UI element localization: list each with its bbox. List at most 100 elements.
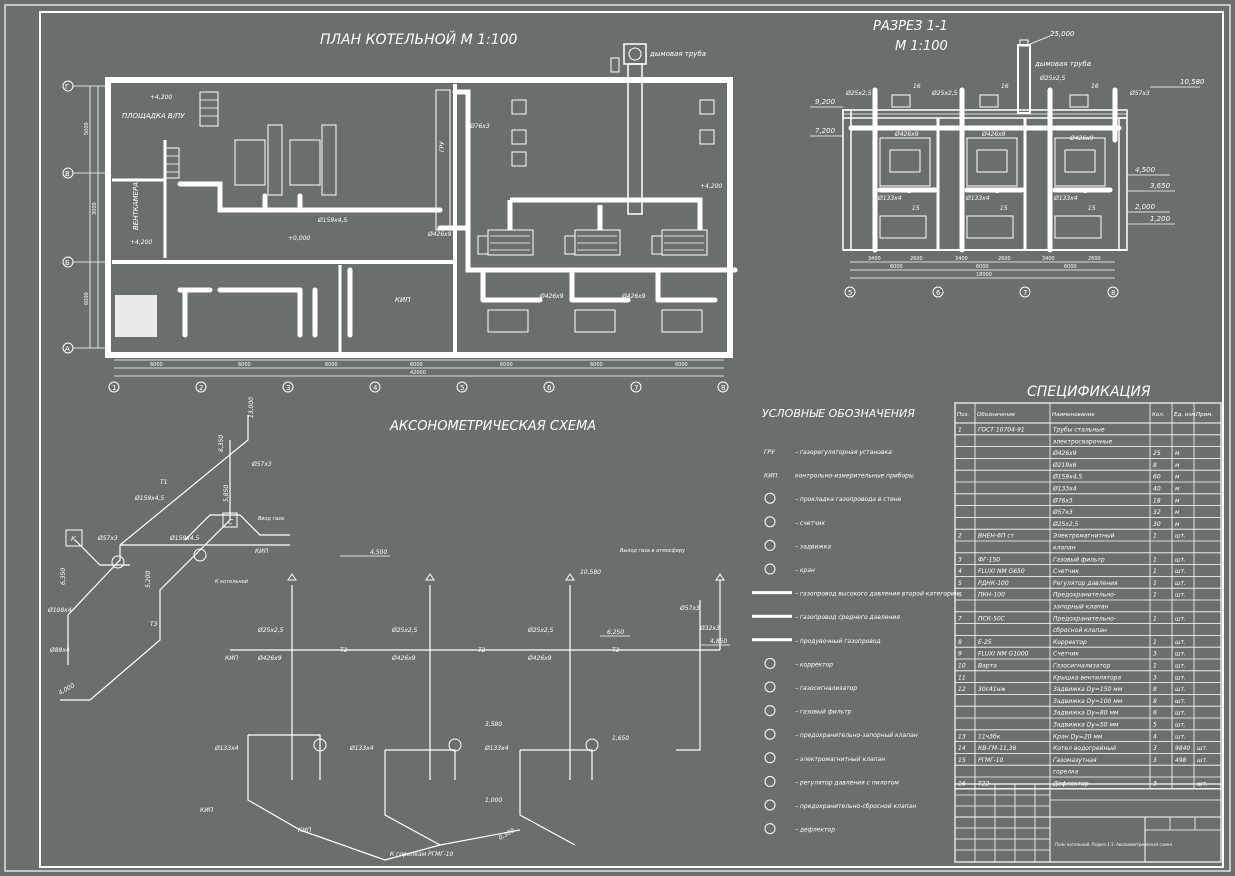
spec-cell: 14 — [958, 745, 966, 752]
axon-note: Выход газа в атмосферу — [620, 548, 686, 554]
spec-header-cell: Поз. — [957, 412, 969, 418]
spec-cell: шт. — [1175, 722, 1186, 729]
legend-icon — [764, 799, 776, 811]
spec-cell: шт. — [1175, 580, 1186, 587]
axon-kip: КИП — [298, 827, 312, 834]
spec-cell: 3 — [1153, 674, 1157, 681]
spec-cell: 4 — [1153, 733, 1157, 740]
svg-text:7: 7 — [1023, 289, 1027, 297]
spec-cell: 1 — [1153, 580, 1157, 587]
axon-corrector — [65, 529, 83, 547]
spec-cell: 8 — [1153, 462, 1157, 469]
spec-cell: Трубы стальные — [1053, 427, 1105, 434]
svg-text:Ø25х2,5: Ø25х2,5 — [391, 627, 418, 634]
spec-cell: 1 — [958, 427, 962, 434]
spec-cell: 5 — [958, 580, 962, 587]
spec-cell: Электромагнитный — [1052, 533, 1115, 540]
legend-text: – дефлектор — [795, 827, 835, 834]
spec-cell: Крышка вентилятора — [1053, 674, 1121, 681]
svg-text:9,200: 9,200 — [815, 98, 836, 106]
axon-branch-2: Ø25х2,5 Ø426х9 Ø133х4 Т2 — [349, 585, 486, 846]
spec-cell: 1 — [1153, 615, 1157, 622]
axon-elev: 0,300 — [498, 827, 517, 842]
svg-text:3: 3 — [286, 384, 290, 392]
spec-cell: 5 — [1153, 722, 1157, 729]
svg-text:Т2: Т2 — [1080, 188, 1088, 195]
spec-header-cell: Кол. — [1152, 412, 1165, 418]
plan-pipe-label: Ø76х3 — [469, 123, 490, 130]
spec-cell: 10 — [958, 663, 966, 670]
axon-tag: К — [71, 535, 77, 543]
spec-cell: Ø76х3 — [1052, 497, 1073, 504]
spec-cell: ФГ-150 — [978, 556, 1000, 563]
spec-cell: 9 — [958, 651, 962, 658]
legend-item: – корректор — [764, 657, 833, 669]
legend-icon — [764, 492, 776, 504]
spec-cell: шт. — [1175, 710, 1186, 717]
legend-text: – газосигнализатор — [795, 685, 857, 692]
svg-text:Ø426х9: Ø426х9 — [1069, 135, 1094, 142]
plan-vent-unit — [289, 139, 321, 186]
spec-title: СПЕЦИФИКАЦИЯ — [1027, 384, 1151, 400]
legend-item: – продувочный газопровод — [752, 638, 881, 645]
spec-cell: шт. — [1175, 663, 1186, 670]
spec-cell: 30 — [1153, 521, 1161, 528]
outer-frame — [4, 4, 1231, 872]
svg-text:5: 5 — [848, 289, 852, 297]
room-label-kip: КИП — [395, 296, 411, 304]
spec-cell: Задвижка Dу=80 мм — [1053, 710, 1119, 717]
legend-icon — [764, 563, 776, 575]
spec-header-cell: Обозначение — [977, 412, 1016, 418]
svg-text:2: 2 — [199, 384, 203, 392]
svg-text:Ø25х2,5: Ø25х2,5 — [527, 627, 554, 634]
legend-text: – газовый фильтр — [795, 709, 852, 716]
axon-elev: 6,350 — [60, 568, 67, 585]
axon-meter — [111, 555, 125, 569]
plan-mark: +4,200 — [700, 183, 722, 190]
svg-text:6000: 6000 — [1064, 264, 1077, 270]
axon-elev: 4,000 — [58, 682, 77, 697]
axon-label: Ø32х3 — [699, 625, 720, 632]
legend-text: – счетчик — [795, 520, 825, 527]
svg-text:6000: 6000 — [675, 362, 688, 368]
legend-text: – газопровод высокого давления второй ка… — [795, 591, 959, 598]
svg-text:6: 6 — [547, 384, 552, 392]
spec-cell: КВ-ГМ-11,38 — [978, 745, 1017, 752]
axon-signaller — [222, 512, 238, 528]
plan-dim-left: 5000 — [84, 122, 90, 135]
svg-text:2,000: 2,000 — [1135, 203, 1156, 211]
plan-dims-top: 6000 6000 6000 6000 3400 2600 3400 2600 … — [150, 354, 673, 360]
stamp-caption: План котельной. Разрез 1-1. Аксонометрич… — [1055, 842, 1173, 847]
axon-label: Ø89х4 — [49, 647, 70, 654]
spec-cell: 60 — [1153, 474, 1161, 481]
svg-text:4: 4 — [373, 384, 378, 392]
svg-text:Ø133х4: Ø133х4 — [349, 745, 374, 752]
svg-text:6000: 6000 — [410, 362, 423, 368]
spec-cell: 18 — [1153, 497, 1161, 504]
axon-elev: 5,850 — [223, 485, 230, 502]
spec-cell: Варта — [978, 663, 997, 670]
plan-vent-unit — [234, 139, 266, 186]
spec-cell: м — [1175, 509, 1180, 516]
spec-cell: Задвижка Dу=50 мм — [1053, 722, 1119, 729]
svg-text:15: 15 — [912, 205, 920, 212]
svg-text:15: 15 — [1088, 205, 1096, 212]
legend-title: УСЛОВНЫЕ ОБОЗНАЧЕНИЯ — [762, 407, 915, 420]
plan-chimney-circle — [628, 47, 642, 61]
boiler-plan: ПЛАН КОТЕЛЬНОЙ М 1:100 дымовая труба ПЛО… — [62, 30, 738, 393]
axon-burner-collector — [299, 829, 521, 861]
plan-mark: +4,200 — [130, 239, 152, 246]
spec-cell: шт. — [1175, 674, 1186, 681]
room-label-platform: ПЛОЩАДКА В/ПУ — [122, 112, 185, 120]
legend: УСЛОВНЫЕ ОБОЗНАЧЕНИЯ ГРУ– газорегуляторн… — [752, 407, 959, 835]
section-boiler — [966, 137, 1018, 239]
legend-icon — [764, 823, 776, 835]
svg-text:2600: 2600 — [614, 354, 627, 360]
spec-cell: Ø159х4,5 — [1052, 474, 1082, 481]
legend-symbol: КИП — [764, 473, 778, 480]
svg-text:Б: Б — [65, 259, 70, 267]
spec-cell: 498 — [1175, 757, 1187, 764]
svg-text:15: 15 — [1000, 205, 1008, 212]
